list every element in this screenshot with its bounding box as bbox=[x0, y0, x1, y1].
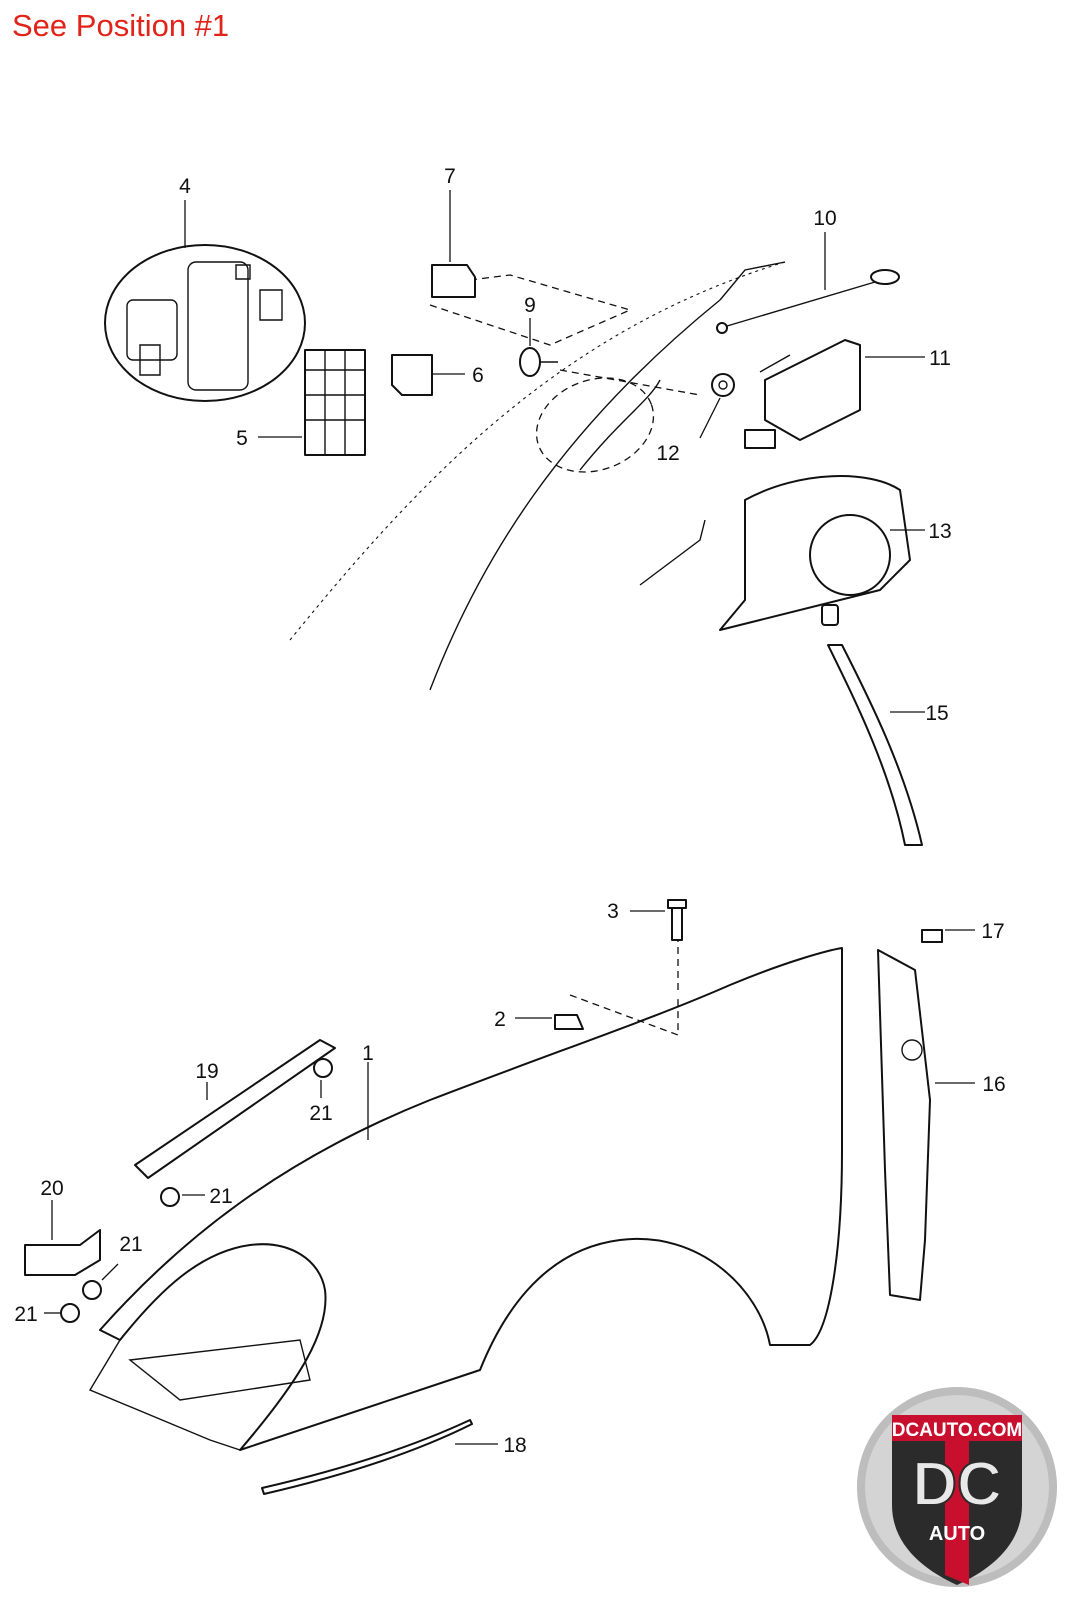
callout-number: 13 bbox=[928, 520, 951, 543]
callout-number: 21 bbox=[119, 1233, 142, 1256]
lock-assembly-line bbox=[429, 274, 701, 396]
part-5-hinge bbox=[258, 349, 366, 456]
part-7-buffer bbox=[431, 190, 476, 298]
part-4-fuel-flap bbox=[104, 200, 306, 402]
callout-number: 4 bbox=[179, 175, 191, 198]
callout-number: 20 bbox=[40, 1177, 63, 1200]
callout-number: 16 bbox=[982, 1073, 1005, 1096]
callout-number: 21 bbox=[14, 1303, 37, 1326]
callout-number: 6 bbox=[472, 364, 484, 387]
filler-opening-outline bbox=[535, 377, 655, 473]
callout-number: 9 bbox=[524, 294, 536, 317]
callout-number: 10 bbox=[813, 207, 836, 230]
part-18-moulding-strip bbox=[261, 1419, 498, 1495]
callout-number: 19 bbox=[195, 1060, 218, 1083]
callout-number: 18 bbox=[503, 1434, 526, 1457]
body-contour-line bbox=[719, 261, 786, 301]
callout-number: 12 bbox=[656, 442, 679, 465]
part-2-speed-nut bbox=[515, 1014, 584, 1030]
callout-number: 21 bbox=[309, 1102, 332, 1125]
part-3-screw bbox=[630, 899, 687, 941]
part-1-front-fender bbox=[88, 947, 843, 1451]
see-position-link[interactable]: See Position #1 bbox=[12, 8, 230, 43]
logo-sub-text: AUTO bbox=[929, 1523, 985, 1545]
callout-number: 3 bbox=[607, 900, 619, 923]
part-21-nut bbox=[44, 1058, 333, 1323]
part-17-clip bbox=[921, 929, 975, 943]
callout-number: 1 bbox=[362, 1042, 374, 1065]
body-contour-line bbox=[639, 519, 706, 586]
callout-number: 2 bbox=[494, 1008, 506, 1031]
logo-mark-text: DC bbox=[912, 1450, 1002, 1519]
part-11-actuator bbox=[744, 339, 925, 449]
flap-edge bbox=[579, 379, 661, 471]
mounting-guide bbox=[569, 935, 679, 1036]
part-19-support-strap bbox=[134, 1039, 336, 1179]
dcauto-logo: DCAUTO.COM DC AUTO bbox=[857, 1387, 1057, 1587]
part-15-drain-hose bbox=[821, 604, 925, 846]
part-12-grommet bbox=[699, 373, 735, 439]
part-13-filler-housing bbox=[719, 475, 925, 631]
callout-number: 15 bbox=[925, 702, 948, 725]
callout-number: 17 bbox=[981, 920, 1004, 943]
part-10-release-cable bbox=[716, 232, 900, 334]
callout-number: 5 bbox=[236, 427, 248, 450]
body-contour-line bbox=[289, 261, 786, 641]
body-contour-line bbox=[429, 299, 721, 691]
callout-number: 11 bbox=[929, 347, 951, 370]
callout-number: 7 bbox=[444, 165, 456, 188]
part-9-pin bbox=[519, 318, 558, 377]
part-6-clip bbox=[391, 354, 465, 396]
part-16-fender-bracket bbox=[877, 949, 975, 1301]
part-20-mount-bracket bbox=[24, 1200, 101, 1276]
logo-site-text: DCAUTO.COM bbox=[892, 1420, 1023, 1441]
callout-number: 21 bbox=[209, 1185, 232, 1208]
